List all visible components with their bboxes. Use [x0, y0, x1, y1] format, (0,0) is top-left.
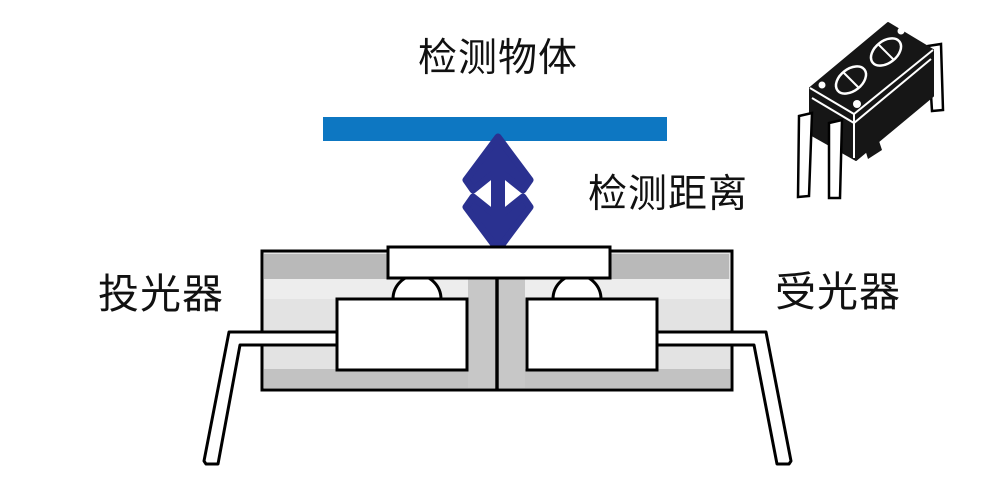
- emitter-bottom-strip: [264, 369, 495, 388]
- distance-arrow-icon: [462, 133, 534, 254]
- product-leg-front-right-icon: [827, 118, 844, 200]
- emitter-lead-pin: [202, 330, 347, 466]
- receiver-chip: [525, 297, 659, 372]
- product-lens-openings: [818, 27, 905, 108]
- sensor-cross-section: [202, 245, 793, 466]
- emitter-label: 投光器: [98, 271, 224, 317]
- product-leg-front-left-icon: [796, 111, 814, 199]
- receiver-divider-wall: [499, 279, 525, 388]
- receiver-bottom-strip: [499, 369, 730, 388]
- arrow-shaft: [491, 166, 505, 222]
- product-illustration: [796, 22, 945, 200]
- emitter-divider-wall: [468, 279, 495, 388]
- product-leg-stub-icon: [864, 138, 882, 159]
- emitter-top-strip: [264, 254, 388, 279]
- detection-distance-label: 检测距离: [588, 173, 749, 216]
- emitter-chip: [335, 297, 469, 372]
- receiver-lead-pin: [647, 330, 793, 466]
- sensor-window-plate: [386, 245, 612, 280]
- detected-object-label: 检测物体: [417, 37, 578, 80]
- receiver-label: 受光器: [775, 269, 901, 315]
- receiver-top-strip: [610, 254, 729, 280]
- product-edge-lines: [809, 49, 934, 158]
